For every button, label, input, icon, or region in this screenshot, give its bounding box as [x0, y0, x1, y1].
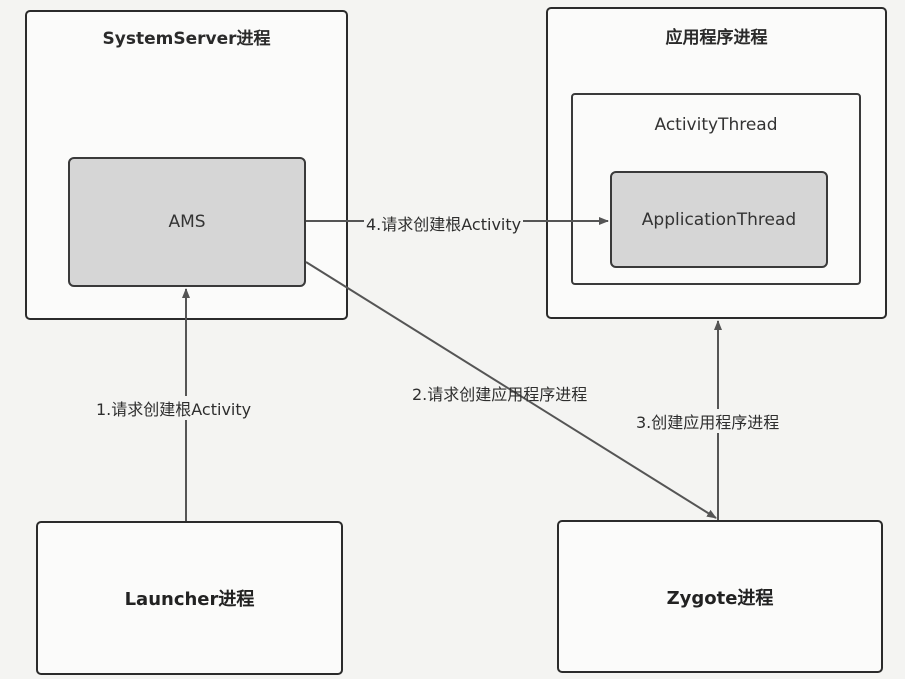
edge-ams-to-zygote: [305, 261, 717, 519]
edge-label-3: 3.创建应用程序进程: [634, 409, 782, 433]
app-process-title: 应用程序进程: [665, 28, 768, 48]
zygote-process-box: Zygote进程: [557, 520, 883, 673]
ams-box: AMS: [68, 157, 306, 287]
ams-label: AMS: [168, 212, 206, 232]
systemserver-process-title: SystemServer进程: [102, 29, 271, 49]
edge-label-4: 4.请求创建根Activity: [364, 211, 524, 235]
launcher-process-label: Launcher进程: [124, 589, 255, 610]
application-thread-box: ApplicationThread: [610, 171, 828, 268]
edge-label-1: 1.请求创建根Activity: [94, 396, 254, 420]
application-thread-label: ApplicationThread: [641, 209, 797, 230]
zygote-process-label: Zygote进程: [666, 587, 774, 609]
launcher-process-box: Launcher进程: [36, 521, 343, 675]
activity-thread-label: ActivityThread: [654, 115, 778, 135]
edge-label-2: 2.请求创建应用程序进程: [412, 385, 588, 404]
